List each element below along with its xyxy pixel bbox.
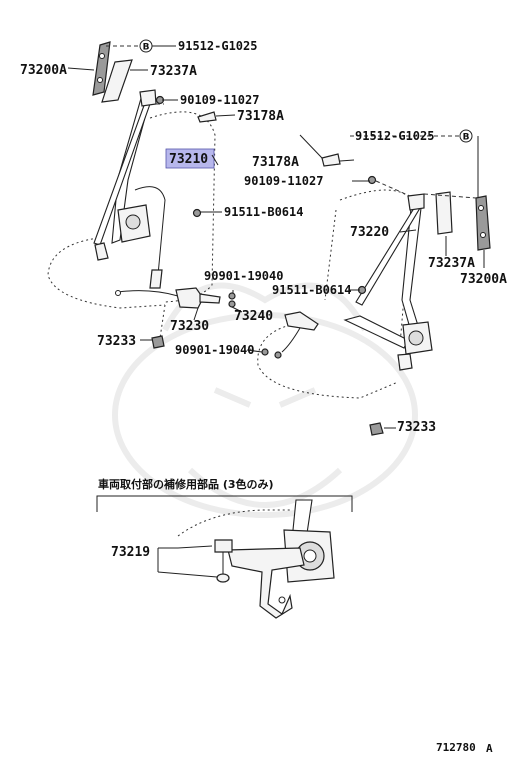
part-label: 91512-G1025: [355, 129, 434, 143]
right-small-parts: [261, 153, 384, 436]
part-label: 73178A: [237, 109, 284, 124]
callout-symbol: B: [463, 133, 470, 143]
part-label: 73220: [350, 225, 389, 240]
part-label: 73240: [234, 309, 273, 324]
part-label: 73219: [111, 545, 150, 560]
left-buckle: [115, 287, 221, 309]
callout-b-left: B: [139, 39, 153, 53]
part-label: 73237A: [150, 64, 197, 79]
part-label: 73200A: [460, 272, 507, 287]
part-label: 73230: [170, 319, 209, 334]
right-belt-assembly: [343, 191, 491, 371]
repair-parts-section: 車両取付部の補修用部品 (3色のみ) 73219: [96, 477, 353, 619]
part-label-highlighted: 73210: [169, 152, 208, 167]
figure-reference: 712780 A: [436, 741, 493, 755]
part-label: 91511-B0614: [224, 205, 303, 219]
part-label: 73233: [397, 420, 436, 435]
left-belt-assembly: [92, 41, 166, 289]
part-label: 73233: [97, 334, 136, 349]
callout-b-right: B: [459, 129, 473, 143]
part-label: 73237A: [428, 256, 475, 271]
part-label: 73200A: [20, 63, 67, 78]
reference-number: 712780: [436, 741, 476, 754]
part-label: 90109-11027: [244, 174, 323, 188]
part-label: 90901-19040: [204, 269, 283, 283]
reference-suffix: A: [486, 742, 493, 755]
part-label: 91512-G1025: [178, 39, 257, 53]
part-label: 91511-B0614: [272, 283, 351, 297]
part-labels: 91512-G1025 73200A 73237A 90109-11027 73…: [20, 39, 507, 435]
part-label: 90109-11027: [180, 93, 259, 107]
callout-symbol: B: [143, 43, 150, 53]
right-buckle: [274, 311, 319, 359]
leader-lines: [67, 45, 485, 429]
section-title: 車両取付部の補修用部品 (3色のみ): [98, 477, 274, 491]
part-label: 90901-19040: [175, 343, 254, 357]
watermark-emblem: [112, 282, 418, 518]
part-label: 73178A: [252, 155, 299, 170]
